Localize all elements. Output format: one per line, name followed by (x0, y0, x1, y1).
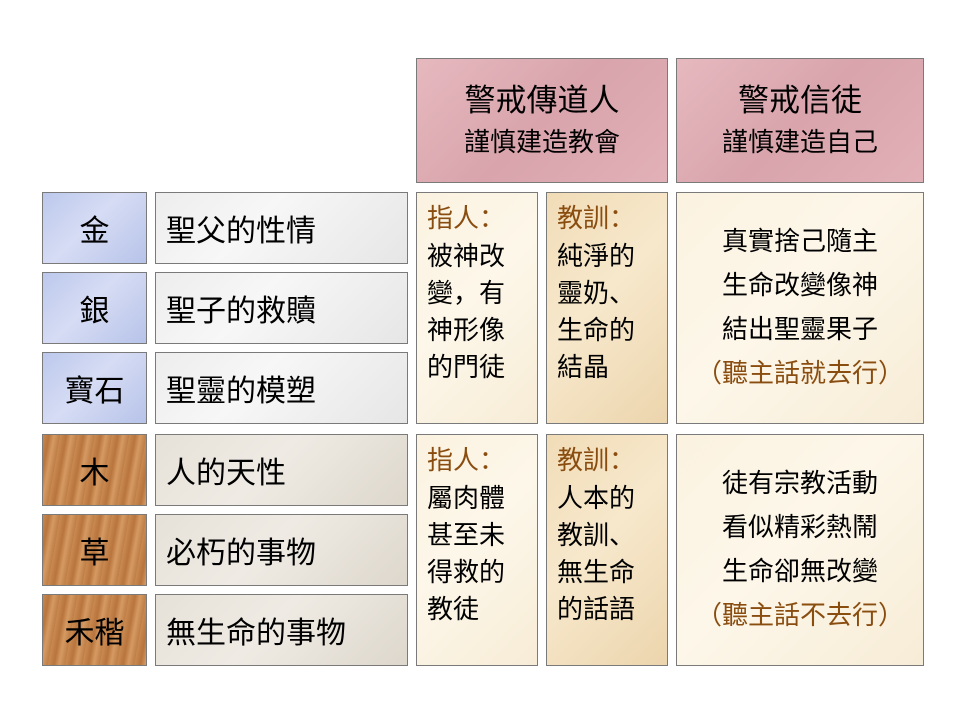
upper-teaching-line: 結晶 (557, 353, 610, 383)
header-believers: 警戒信徒 謹慎建造自己 (676, 58, 924, 183)
upper-teaching-line: 生命的 (557, 316, 636, 346)
material-silver: 銀 (42, 272, 147, 344)
upper-summary-line: 真實捨己隨主 (721, 227, 878, 257)
lower-teaching-box: 教訓： 人本的 教訓、 無生命 的話語 (546, 434, 668, 666)
upper-person-box: 指人： 被神改 變，有 神形像 的門徒 (416, 192, 538, 424)
material-gold: 金 (42, 192, 147, 264)
header-believers-subtitle: 謹慎建造自己 (721, 127, 878, 158)
material-gold-desc: 聖父的性情 (155, 192, 408, 264)
upper-person-line: 被神改 (427, 242, 506, 272)
lower-teaching-line: 教訓、 (557, 521, 636, 551)
upper-teaching-head: 教訓： (557, 204, 636, 234)
material-silver-label: 銀 (79, 294, 110, 329)
material-gems-desc-text: 聖靈的模塑 (166, 374, 316, 409)
material-wood-label: 木 (79, 456, 110, 491)
upper-person-line: 的門徒 (427, 353, 506, 383)
lower-summary-line: 徒有宗教活動 (721, 469, 878, 499)
material-straw-desc: 無生命的事物 (155, 594, 408, 666)
material-straw-label: 禾稭 (64, 616, 125, 651)
material-wood: 木 (42, 434, 147, 506)
material-gold-label: 金 (79, 214, 110, 249)
header-believers-title: 警戒信徒 (738, 82, 862, 119)
upper-person-line: 變，有 (427, 279, 506, 309)
header-preachers-subtitle: 謹慎建造教會 (463, 127, 620, 158)
lower-person-line: 得救的 (427, 558, 506, 588)
lower-teaching-line: 的話語 (557, 595, 636, 625)
material-straw: 禾稭 (42, 594, 147, 666)
material-silver-desc: 聖子的救贖 (155, 272, 408, 344)
lower-person-line: 甚至未 (427, 521, 506, 551)
lower-summary-box: 徒有宗教活動 看似精彩熱鬧 生命卻無改變 （聽主話不去行） (676, 434, 924, 666)
lower-teaching-line: 人本的 (557, 484, 636, 514)
lower-teaching-head: 教訓： (557, 446, 636, 476)
upper-summary-box: 真實捨己隨主 生命改變像神 結出聖靈果子 （聽主話就去行） (676, 192, 924, 424)
material-hay: 草 (42, 514, 147, 586)
material-gems-desc: 聖靈的模塑 (155, 352, 408, 424)
upper-person-line: 神形像 (427, 316, 506, 346)
lower-person-head: 指人： (427, 446, 506, 476)
lower-person-line: 屬肉體 (427, 484, 506, 514)
material-straw-desc-text: 無生命的事物 (166, 616, 346, 651)
lower-summary-line: 看似精彩熱鬧 (721, 513, 878, 543)
material-gems: 寶石 (42, 352, 147, 424)
material-wood-desc: 人的天性 (155, 434, 408, 506)
material-hay-desc: 必朽的事物 (155, 514, 408, 586)
material-wood-desc-text: 人的天性 (166, 456, 286, 491)
material-hay-desc-text: 必朽的事物 (166, 536, 316, 571)
material-silver-desc-text: 聖子的救贖 (166, 294, 316, 329)
lower-teaching-line: 無生命 (557, 558, 636, 588)
header-preachers: 警戒傳道人 謹慎建造教會 (416, 58, 668, 183)
material-hay-label: 草 (79, 536, 110, 571)
header-preachers-title: 警戒傳道人 (464, 82, 620, 119)
upper-summary-line: 生命改變像神 (721, 271, 878, 301)
material-gems-label: 寶石 (64, 374, 125, 409)
upper-teaching-line: 靈奶、 (557, 279, 636, 309)
upper-teaching-box: 教訓： 純淨的 靈奶、 生命的 結晶 (546, 192, 668, 424)
upper-summary-line: 結出聖靈果子 (721, 315, 878, 345)
lower-person-line: 教徒 (427, 595, 480, 625)
upper-summary-note: （聽主話就去行） (695, 359, 904, 389)
material-gold-desc-text: 聖父的性情 (166, 214, 316, 249)
lower-summary-line: 生命卻無改變 (721, 557, 878, 587)
upper-teaching-line: 純淨的 (557, 242, 636, 272)
lower-summary-note: （聽主話不去行） (695, 601, 904, 631)
lower-person-box: 指人： 屬肉體 甚至未 得救的 教徒 (416, 434, 538, 666)
upper-person-head: 指人： (427, 204, 506, 234)
